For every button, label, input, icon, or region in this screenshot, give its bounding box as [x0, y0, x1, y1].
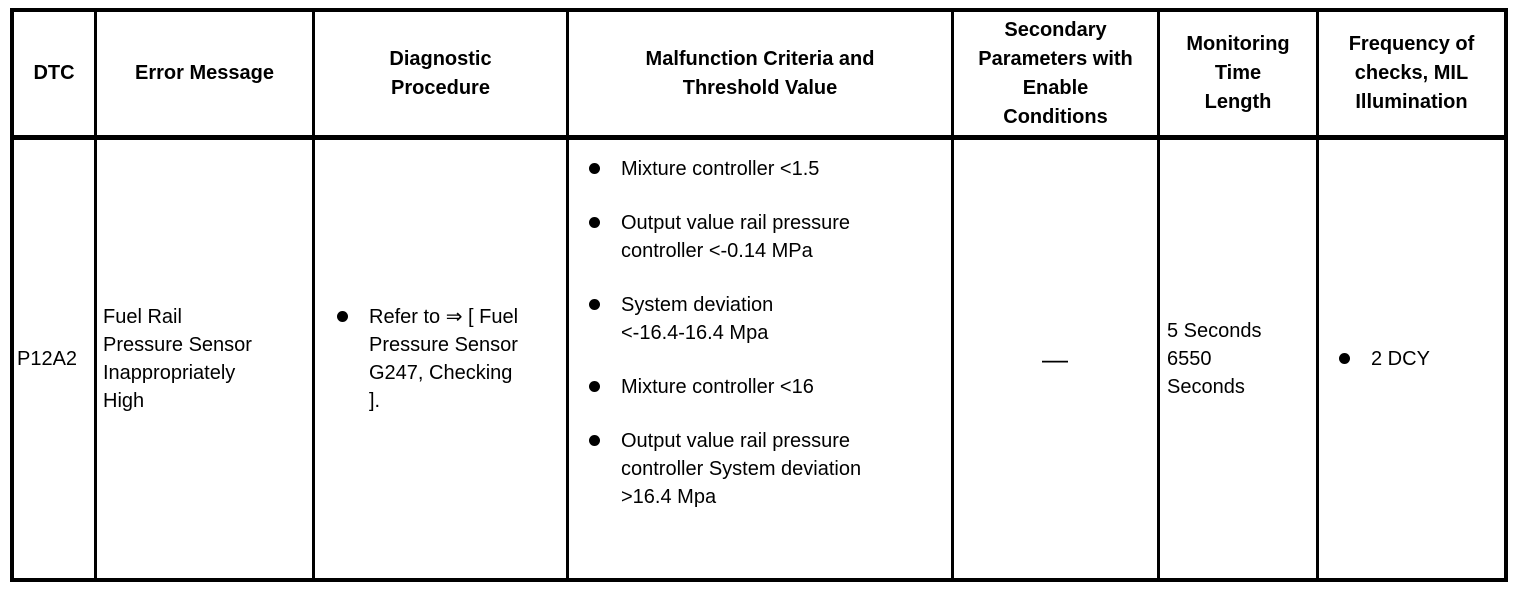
- frequency-item: 2 DCY: [1339, 345, 1430, 373]
- malfunction-criteria-item: System deviation <-16.4-16.4 Mpa: [589, 291, 943, 347]
- header-cell-monitoring-time: Monitoring Time Length: [1160, 12, 1319, 135]
- malfunction-criteria-item: Mixture controller <16: [589, 373, 943, 401]
- malfunction-criteria-text: System deviation <-16.4-16.4 Mpa: [621, 294, 774, 344]
- header-cell-diagnostic-procedure: Diagnostic Procedure: [315, 12, 569, 135]
- cell-dtc: P12A2: [14, 140, 97, 578]
- cell-malfunction-criteria: Mixture controller <1.5 Output value rai…: [569, 140, 954, 578]
- malfunction-criteria-text: Mixture controller <1.5: [621, 158, 820, 180]
- dtc-table: DTC Error Message Diagnostic Procedure M…: [10, 8, 1508, 582]
- bullet-icon: [589, 435, 600, 446]
- header-label-frequency: Frequency of checks, MIL Illumination: [1348, 33, 1475, 113]
- header-cell-dtc: DTC: [14, 12, 97, 135]
- cell-error-message: Fuel Rail Pressure Sensor Inappropriatel…: [97, 140, 315, 578]
- bullet-icon: [1339, 353, 1350, 364]
- malfunction-criteria-text: Output value rail pressure controller <-…: [621, 212, 851, 262]
- malfunction-criteria-item: Output value rail pressure controller <-…: [589, 209, 943, 265]
- bullet-icon: [337, 311, 348, 322]
- header-label-malfunction-criteria: Malfunction Criteria and Threshold Value: [645, 47, 875, 99]
- bullet-icon: [589, 299, 600, 310]
- monitoring-time-text: 5 Seconds 6550 Seconds: [1167, 320, 1262, 398]
- header-label-dtc: DTC: [33, 62, 75, 84]
- cell-secondary-parameters: —: [954, 140, 1160, 578]
- frequency-text: 2 DCY: [1371, 348, 1430, 370]
- cell-monitoring-time: 5 Seconds 6550 Seconds: [1160, 140, 1319, 578]
- header-label-secondary-parameters: Secondary Parameters with Enable Conditi…: [978, 18, 1133, 128]
- error-message-text: Fuel Rail Pressure Sensor Inappropriatel…: [103, 306, 252, 412]
- header-label-diagnostic-procedure: Diagnostic Procedure: [389, 47, 492, 99]
- diagnostic-procedure-text: Refer to ⇒ [ Fuel Pressure Sensor G247, …: [369, 306, 519, 412]
- cell-diagnostic-procedure: Refer to ⇒ [ Fuel Pressure Sensor G247, …: [315, 140, 569, 578]
- header-label-error-message: Error Message: [135, 62, 274, 84]
- diagnostic-procedure-item: Refer to ⇒ [ Fuel Pressure Sensor G247, …: [337, 303, 518, 415]
- em-dash: —: [1042, 344, 1069, 374]
- malfunction-criteria-item: Mixture controller <1.5: [589, 155, 943, 183]
- table-header-row: DTC Error Message Diagnostic Procedure M…: [14, 12, 1504, 140]
- bullet-icon: [589, 217, 600, 228]
- table-body-row: P12A2 Fuel Rail Pressure Sensor Inapprop…: [14, 140, 1504, 578]
- header-cell-secondary-parameters: Secondary Parameters with Enable Conditi…: [954, 12, 1160, 135]
- bullet-icon: [589, 381, 600, 392]
- bullet-icon: [589, 163, 600, 174]
- dtc-code: P12A2: [17, 348, 78, 370]
- malfunction-criteria-item: Output value rail pressure controller Sy…: [589, 427, 943, 511]
- header-cell-malfunction-criteria: Malfunction Criteria and Threshold Value: [569, 12, 954, 135]
- header-cell-frequency: Frequency of checks, MIL Illumination: [1319, 12, 1504, 135]
- malfunction-criteria-text: Output value rail pressure controller Sy…: [621, 430, 862, 508]
- header-label-monitoring-time: Monitoring Time Length: [1186, 33, 1290, 113]
- header-cell-error-message: Error Message: [97, 12, 315, 135]
- cell-frequency: 2 DCY: [1319, 140, 1504, 578]
- malfunction-criteria-text: Mixture controller <16: [621, 376, 814, 398]
